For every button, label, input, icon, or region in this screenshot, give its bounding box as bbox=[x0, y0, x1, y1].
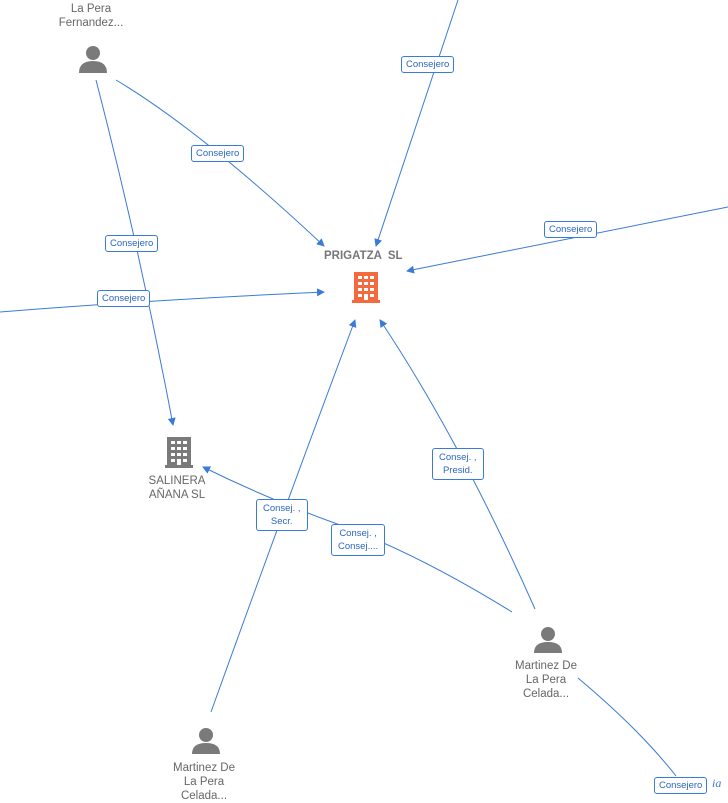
building-icon[interactable] bbox=[352, 272, 380, 303]
edge-person-right-to-bottom-right bbox=[577, 677, 677, 777]
person-icon[interactable] bbox=[192, 728, 220, 754]
person-top-label: La Pera Fernandez... bbox=[58, 3, 124, 29]
edge-label-consej-presid[interactable]: Consej. , Presid. bbox=[432, 448, 484, 480]
edge-label-consejero[interactable]: Consejero bbox=[191, 145, 245, 162]
edge-label-consej-secr[interactable]: Consej. , Secr. bbox=[256, 499, 308, 531]
edge-person-top-to-salinera bbox=[95, 79, 176, 426]
person-bottom-label: Martinez De La Pera Celada... bbox=[173, 762, 235, 802]
edge-top-to-prigatza bbox=[374, 0, 459, 247]
edge-label-consejero[interactable]: Consejero bbox=[401, 56, 455, 73]
person-icon[interactable] bbox=[79, 46, 107, 73]
person-right-label: Martinez De La Pera Celada... bbox=[515, 660, 577, 700]
edge-label-consejero[interactable]: Consejero bbox=[654, 777, 708, 794]
watermark-text: ia bbox=[712, 776, 722, 790]
edge-label-consej-consej[interactable]: Consej. , Consej.... bbox=[331, 524, 386, 556]
edge-right-to-prigatza bbox=[406, 206, 728, 274]
company-name-prigatza[interactable]: PRIGATZA SL bbox=[324, 250, 403, 262]
edge-left-to-prigatza bbox=[0, 288, 325, 313]
edge-label-consejero[interactable]: Consejero bbox=[97, 290, 151, 307]
edge-label-consejero[interactable]: Consejero bbox=[105, 235, 159, 252]
person-icon[interactable] bbox=[534, 627, 562, 653]
company-name-salinera[interactable]: SALINERA AÑANA SL bbox=[148, 475, 206, 501]
edge-label-consejero[interactable]: Consejero bbox=[544, 221, 598, 238]
building-icon[interactable] bbox=[165, 437, 193, 468]
edge-person-top-to-prigatza bbox=[115, 79, 325, 247]
